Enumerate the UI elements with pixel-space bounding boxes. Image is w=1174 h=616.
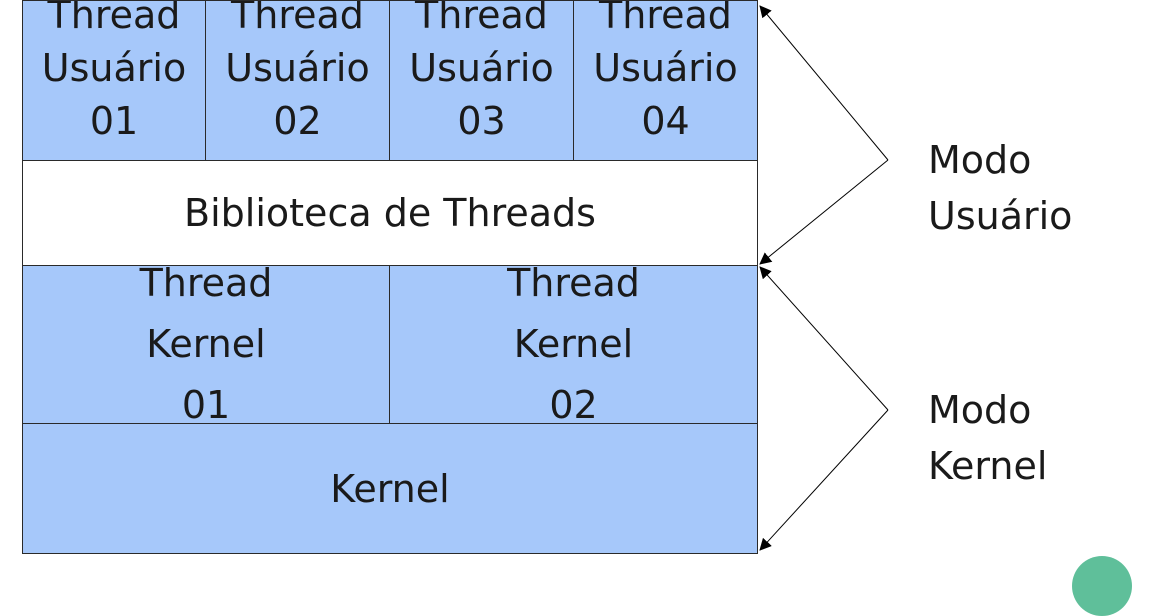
user-mode-label: Modo Usuário <box>928 132 1072 244</box>
user-mode-arrow-bottom <box>759 159 889 265</box>
kernel-box: Kernel <box>22 423 758 554</box>
corner-accent-dot <box>1072 556 1132 616</box>
kernel-mode-line2: Kernel <box>928 444 1048 488</box>
kernel-mode-label: Modo Kernel <box>928 382 1047 494</box>
user-thread-02-line1: Thread <box>231 0 364 37</box>
user-thread-03-line2: Usuário <box>409 46 554 90</box>
user-thread-04-line1: Thread <box>599 0 732 37</box>
kernel-label: Kernel <box>330 466 450 511</box>
user-mode-arrow-top <box>759 5 889 161</box>
kernel-mode-arrow-top <box>759 266 889 411</box>
kernel-thread-01-line1: Thread <box>139 265 273 305</box>
user-thread-02-line3: 02 <box>273 99 322 143</box>
user-thread-01-line1: Thread <box>47 0 181 37</box>
thread-library-box: Biblioteca de Threads <box>22 160 758 266</box>
thread-library-label: Biblioteca de Threads <box>184 191 596 235</box>
user-thread-01-line3: 01 <box>89 99 139 143</box>
user-thread-02-line2: Usuário <box>225 46 370 90</box>
kernel-thread-01-line2: Kernel <box>146 322 266 366</box>
kernel-thread-01-line3: 01 <box>181 383 231 424</box>
kernel-mode-line1: Modo <box>928 388 1032 432</box>
user-thread-03-line3: 03 <box>457 99 506 143</box>
user-thread-03-line1: Thread <box>415 0 548 37</box>
kernel-thread-02-line1: Thread <box>507 265 640 305</box>
kernel-thread-02-line3: 02 <box>549 383 598 424</box>
kernel-thread-02-line2: Kernel <box>513 322 634 366</box>
user-mode-line1: Modo <box>928 138 1032 182</box>
user-thread-01-line2: Usuário <box>41 46 187 90</box>
user-thread-04-line3: 04 <box>641 99 690 143</box>
user-mode-line2: Usuário <box>928 194 1073 238</box>
kernel-mode-arrow-bottom <box>759 409 889 551</box>
user-thread-04-line2: Usuário <box>593 46 738 90</box>
mode-arrows <box>759 5 889 551</box>
